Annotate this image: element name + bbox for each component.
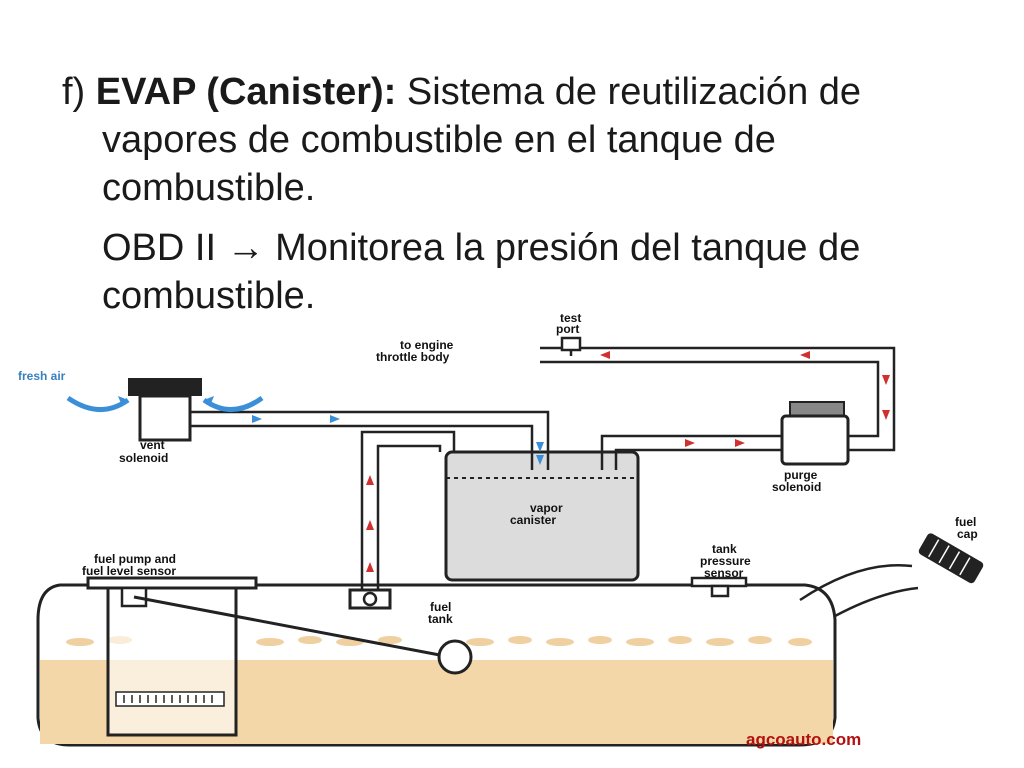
- label-tank-pressure-2: pressure: [700, 554, 751, 568]
- label-purge-2: solenoid: [772, 480, 821, 494]
- label-fresh-air: fresh air: [18, 369, 66, 383]
- label-test-port-1: test: [560, 311, 581, 325]
- label-vent-1: vent: [140, 438, 165, 452]
- vapor-canister: [444, 450, 640, 582]
- label-fuel-cap-1: fuel: [955, 515, 976, 529]
- obd-paragraph: OBD II → Monitorea la presión del tanque…: [62, 224, 962, 320]
- tank-pressure-sensor: [690, 576, 748, 598]
- vent-solenoid: [66, 378, 264, 442]
- heading-paragraph: f) EVAP (Canister): Sistema de reutiliza…: [62, 68, 962, 212]
- heading-bold: EVAP (Canister):: [95, 71, 397, 113]
- label-to-engine-2: throttle body: [376, 350, 450, 364]
- fresh-air-left-arrow-icon: [66, 395, 130, 412]
- test-port: [560, 336, 582, 356]
- label-vapor-canister-1: vapor: [530, 501, 563, 515]
- fresh-air-flow-arrows: [252, 415, 544, 465]
- label-to-engine-1: to engine: [400, 338, 454, 352]
- purge-solenoid: [780, 401, 850, 466]
- heading-rest: Sistema de reutilización de vapores de c…: [102, 71, 862, 209]
- slide-text: f) EVAP (Canister): Sistema de reutiliza…: [62, 68, 962, 320]
- label-fuel-pump-2: fuel level sensor: [82, 564, 176, 578]
- label-tank-pressure-1: tank: [712, 542, 737, 556]
- label-fuel-pump-1: fuel pump and: [94, 552, 176, 566]
- float-arm: [133, 595, 446, 658]
- fuel-pump-module: [86, 576, 473, 737]
- vapor-flow-arrows: [366, 351, 890, 572]
- right-arrow-icon: →: [226, 227, 265, 269]
- fresh-air-right-arrow-icon: [202, 395, 264, 412]
- label-fuel-tank-2: tank: [428, 612, 453, 626]
- float-icon: [437, 639, 473, 675]
- vent-cap-icon: [128, 378, 202, 396]
- credit-watermark: agcoauto.com: [746, 730, 861, 749]
- tank-vent-fitting: [348, 588, 392, 610]
- label-vent-2: solenoid: [119, 451, 168, 465]
- obd-text: Monitorea la presión del tanque de combu…: [102, 227, 861, 317]
- obd-prefix: OBD II: [102, 227, 217, 269]
- bullet-prefix: f): [62, 71, 86, 113]
- label-purge-1: purge: [784, 468, 818, 482]
- label-test-port-2: port: [556, 322, 579, 336]
- label-fuel-tank-1: fuel: [430, 600, 451, 614]
- fuel-cap-icon: [918, 533, 984, 584]
- label-tank-pressure-3: sensor: [704, 566, 744, 580]
- hoses: [188, 346, 919, 618]
- label-fuel-cap-2: cap: [957, 527, 978, 541]
- label-vapor-canister-2: canister: [510, 513, 556, 527]
